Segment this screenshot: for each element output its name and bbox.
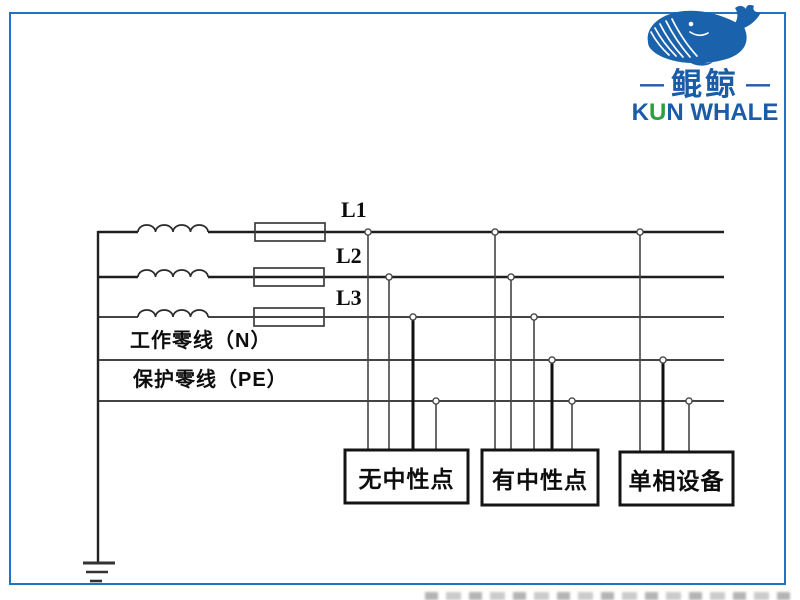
drops-load1	[367, 232, 437, 450]
fuse-icon	[254, 222, 326, 242]
load-label-with-neutral: 有中性点	[492, 466, 588, 493]
drops-load2	[494, 232, 573, 450]
load-label-no-neutral: 无中性点	[358, 465, 455, 492]
tap-dots	[364, 228, 693, 405]
logo-cn-row: — 鲲鲸 —	[612, 67, 798, 102]
fuse-icon	[253, 307, 325, 327]
coil-icon	[137, 309, 209, 318]
logo-right-dash: —	[746, 71, 770, 98]
logo-latin-name: KUN WHALE	[631, 99, 779, 126]
load-box-1	[343, 448, 470, 505]
load-box-2	[480, 448, 600, 507]
neutral-line-label: 工作零线（N）	[130, 330, 272, 352]
coil-icon	[137, 269, 209, 278]
kun-whale-logo: — 鲲鲸 — KUN WHALE	[612, 4, 798, 125]
logo-green-u: U	[649, 99, 667, 126]
whale-icon	[612, 4, 798, 70]
logo-left-dash: —	[640, 71, 664, 98]
phase-line-l1	[98, 222, 724, 242]
phase-label-l3: L3	[336, 285, 362, 310]
ground-icon	[83, 561, 115, 583]
phase-label-l2: L2	[336, 243, 362, 268]
load-box-3	[618, 450, 735, 507]
drops-load3	[639, 232, 690, 452]
pe-line-label: 保护零线（PE）	[133, 369, 288, 391]
cropped-watermark-smudge	[425, 592, 790, 600]
coil-icon	[137, 224, 209, 233]
fuse-icon	[253, 267, 325, 287]
phase-line-l3	[98, 307, 724, 327]
load-label-single-phase: 单相设备	[628, 467, 725, 494]
phase-line-l2	[98, 267, 724, 287]
phase-label-l1: L1	[341, 197, 367, 222]
logo-cn-name: 鲲鲸	[671, 67, 739, 102]
